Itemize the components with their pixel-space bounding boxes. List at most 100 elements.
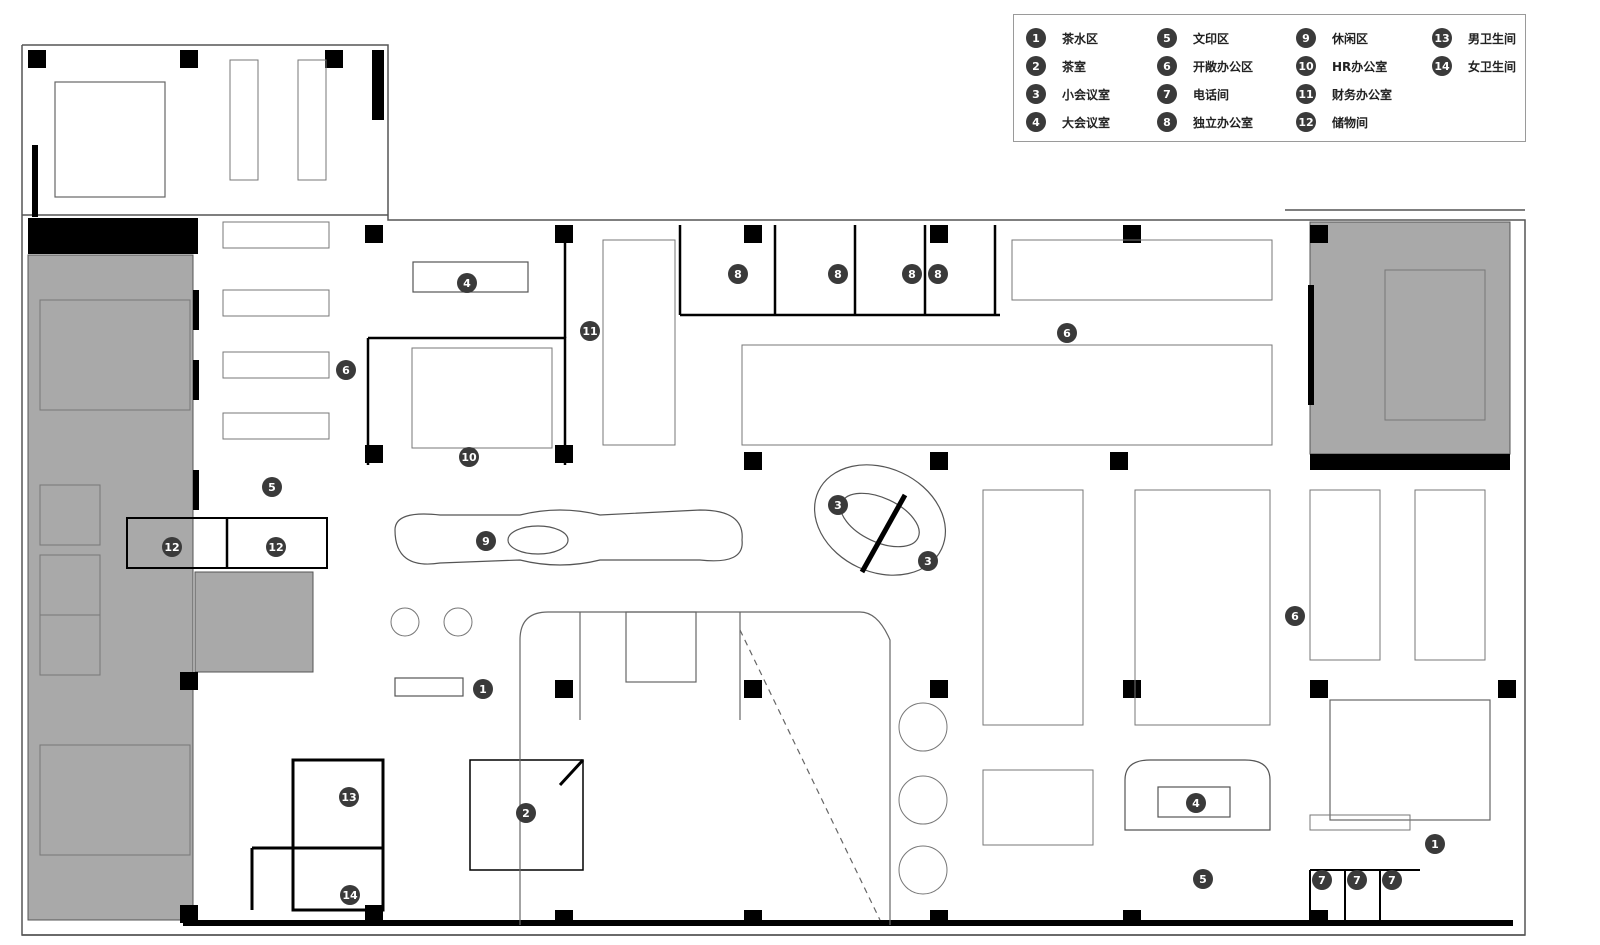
plan-marker-label: 10 xyxy=(461,451,477,464)
legend-number: 11 xyxy=(1296,84,1316,104)
legend-label: HR办公室 xyxy=(1332,59,1388,74)
legend-label: 休闲区 xyxy=(1332,31,1369,46)
plan-marker-label: 7 xyxy=(1353,874,1361,887)
plan-marker xyxy=(928,264,948,284)
legend-item: 10 HR办公室 xyxy=(1296,55,1387,77)
plan-marker-label: 4 xyxy=(463,277,471,290)
plan-marker-label: 12 xyxy=(164,541,179,554)
legend-item: 9 休闲区 xyxy=(1296,27,1368,49)
walls xyxy=(28,50,1516,926)
legend-label: 文印区 xyxy=(1193,31,1230,46)
legend-label: 女卫生间 xyxy=(1468,59,1517,74)
plan-marker xyxy=(902,264,922,284)
plan-marker-label: 11 xyxy=(582,325,597,338)
legend-label: 男卫生间 xyxy=(1468,31,1517,46)
legend-label: 独立办公室 xyxy=(1193,115,1254,130)
legend-label: 大会议室 xyxy=(1062,115,1111,130)
atrium xyxy=(54,81,1491,925)
plan-marker xyxy=(262,477,282,497)
building-outline xyxy=(21,44,1526,936)
plan-marker xyxy=(459,447,479,467)
legend-number: 6 xyxy=(1157,56,1177,76)
legend-number: 13 xyxy=(1432,28,1452,48)
plan-marker xyxy=(339,787,359,807)
partition-line-meeting xyxy=(859,493,908,574)
legend-number: 10 xyxy=(1296,56,1316,76)
plan-marker-label: 5 xyxy=(268,481,276,494)
partitions xyxy=(126,225,1420,920)
legend-label: 茶水区 xyxy=(1062,31,1099,46)
plan-marker xyxy=(1186,793,1206,813)
legend-number: 9 xyxy=(1296,28,1316,48)
desk-clusters xyxy=(222,59,1486,846)
legend-number: 5 xyxy=(1157,28,1177,48)
plan-marker xyxy=(580,321,600,341)
plan-marker xyxy=(828,264,848,284)
plan-marker xyxy=(918,551,938,571)
plan-marker xyxy=(1382,870,1402,890)
plan-marker xyxy=(1312,870,1332,890)
plan-marker-label: 2 xyxy=(522,807,530,820)
plan-marker xyxy=(828,495,848,515)
legend-item: 13 男卫生间 xyxy=(1432,27,1516,49)
plan-marker xyxy=(266,537,286,557)
legend-label: 开敞办公区 xyxy=(1193,59,1254,74)
plan-marker xyxy=(473,679,493,699)
stair-lines xyxy=(39,269,1486,856)
legend-label: 电话间 xyxy=(1193,87,1230,102)
plan-marker-label: 14 xyxy=(342,889,358,902)
legend-number: 2 xyxy=(1026,56,1046,76)
plan-marker-label: 6 xyxy=(1063,327,1071,340)
legend-number: 7 xyxy=(1157,84,1177,104)
plan-marker-label: 8 xyxy=(908,268,916,281)
plan-marker-label: 7 xyxy=(1388,874,1396,887)
plan-marker-label: 5 xyxy=(1199,873,1207,886)
plan-marker-label: 8 xyxy=(934,268,942,281)
legend-label: 小会议室 xyxy=(1062,87,1111,102)
conference-tables xyxy=(394,261,1271,831)
plan-marker xyxy=(1057,323,1077,343)
legend-number: 14 xyxy=(1432,56,1452,76)
legend-number: 12 xyxy=(1296,112,1316,132)
legend-item: 6 开敞办公区 xyxy=(1157,55,1253,77)
legend-item: 2 茶室 xyxy=(1026,55,1086,77)
legend-number: 3 xyxy=(1026,84,1046,104)
plan-marker-label: 6 xyxy=(342,364,350,377)
plan-marker xyxy=(728,264,748,284)
plan-marker xyxy=(1193,869,1213,889)
legend-item: 5 文印区 xyxy=(1157,27,1229,49)
legend: 1 茶水区 2 茶室 3 小会议室 4 大会议室 5 文印区 6 开敞办公区 7… xyxy=(1013,14,1526,142)
plan-marker xyxy=(1285,606,1305,626)
legend-item: 12 储物间 xyxy=(1296,111,1368,133)
plan-marker xyxy=(336,360,356,380)
legend-item: 8 独立办公室 xyxy=(1157,111,1253,133)
plan-marker xyxy=(476,531,496,551)
plan-marker xyxy=(457,273,477,293)
plan-marker-label: 7 xyxy=(1318,874,1326,887)
legend-number: 1 xyxy=(1026,28,1046,48)
legend-label: 储物间 xyxy=(1332,115,1369,130)
plan-marker-label: 13 xyxy=(341,791,356,804)
plan-marker xyxy=(1425,834,1445,854)
service-cores xyxy=(27,221,1511,921)
legend-item: 11 财务办公室 xyxy=(1296,83,1392,105)
legend-item: 7 电话间 xyxy=(1157,83,1229,105)
legend-number: 8 xyxy=(1157,112,1177,132)
plan-marker xyxy=(162,537,182,557)
plan-marker-label: 8 xyxy=(834,268,842,281)
legend-number: 4 xyxy=(1026,112,1046,132)
plan-marker-label: 4 xyxy=(1192,797,1200,810)
plan-marker-label: 6 xyxy=(1291,610,1299,623)
plan-marker-label: 1 xyxy=(479,683,487,696)
legend-label: 茶室 xyxy=(1062,59,1087,74)
legend-item: 14 女卫生间 xyxy=(1432,55,1516,77)
legend-label: 财务办公室 xyxy=(1332,87,1393,102)
plan-marker xyxy=(516,803,536,823)
legend-item: 3 小会议室 xyxy=(1026,83,1110,105)
plan-marker xyxy=(340,885,360,905)
plan-marker-label: 8 xyxy=(734,268,742,281)
legend-item: 4 大会议室 xyxy=(1026,111,1110,133)
plan-marker xyxy=(1347,870,1367,890)
